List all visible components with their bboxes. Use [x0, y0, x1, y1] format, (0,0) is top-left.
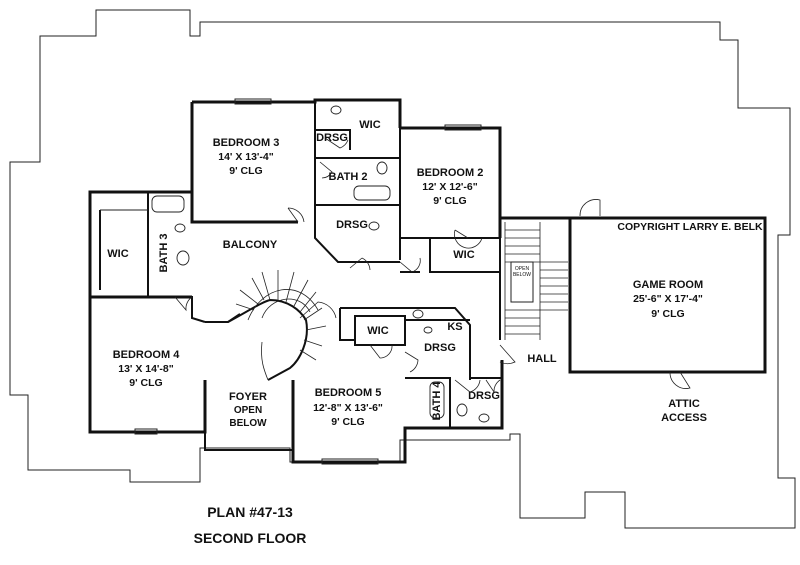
bedroom5-dims: 12'-8" X 13'-6" [313, 402, 383, 414]
bedroom2-name: BEDROOM 2 [417, 167, 484, 179]
bath2-label: BATH 2 [329, 171, 368, 183]
fixtures [151, 105, 490, 423]
spiral-staircase [227, 270, 327, 381]
bedroom5-name: BEDROOM 5 [315, 387, 382, 399]
windows [134, 98, 482, 465]
copyright-text: COPYRIGHT LARRY E. BELK [617, 221, 763, 233]
game-room-dims: 25'-6" X 17'-4" [633, 293, 703, 305]
hall-label: HALL [527, 353, 557, 365]
foyer-line2: OPEN [234, 405, 262, 416]
open-below-line2: BELOW [513, 272, 531, 278]
room-labels: BEDROOM 3 14' X 13'-4" 9' CLG BEDROOM 2 … [107, 119, 707, 429]
roof-outline [9, 9, 796, 529]
bedroom5-ceiling: 9' CLG [331, 416, 364, 428]
bedroom3-name: BEDROOM 3 [213, 137, 280, 149]
bedroom3-dims: 14' X 13'-4" [218, 151, 274, 163]
wic-bedroom3-label: WIC [359, 119, 380, 131]
bedroom3-ceiling: 9' CLG [229, 165, 262, 177]
bedroom2-ceiling: 9' CLG [433, 195, 466, 207]
drsg-bedroom3-label: DRSG [316, 132, 348, 144]
open-below-line1: OPEN [515, 266, 530, 272]
bath4-label: BATH 4 [431, 381, 443, 421]
drsg-mid-label: DRSG [336, 219, 368, 231]
wic-bedroom4-label: WIC [107, 248, 128, 260]
ks-label: KS [447, 321, 462, 333]
door-swings [174, 137, 691, 394]
bedroom4-name: BEDROOM 4 [113, 349, 181, 361]
foyer-line3: BELOW [229, 418, 267, 429]
bedroom4-dims: 13' X 14'-8" [118, 363, 174, 375]
wic-bedroom5-label: WIC [367, 325, 388, 337]
foyer-line1: FOYER [229, 391, 267, 403]
attic-line2: ACCESS [661, 412, 707, 424]
straight-stair [504, 222, 568, 340]
drsg-bedroom5-label: DRSG [424, 342, 456, 354]
balcony-label: BALCONY [223, 239, 278, 251]
game-room-name: GAME ROOM [633, 279, 703, 291]
game-room-ceiling: 9' CLG [651, 308, 684, 320]
bedroom4-ceiling: 9' CLG [129, 377, 162, 389]
wic-bedroom2-label: WIC [453, 249, 474, 261]
plan-title: PLAN #47-13 [207, 504, 293, 520]
plan-subtitle: SECOND FLOOR [194, 530, 307, 546]
drsg-bath4-label: DRSG [468, 390, 500, 402]
bedroom2-dims: 12' X 12'-6" [422, 181, 478, 193]
bath3-label: BATH 3 [158, 234, 170, 273]
attic-line1: ATTIC [668, 398, 700, 410]
